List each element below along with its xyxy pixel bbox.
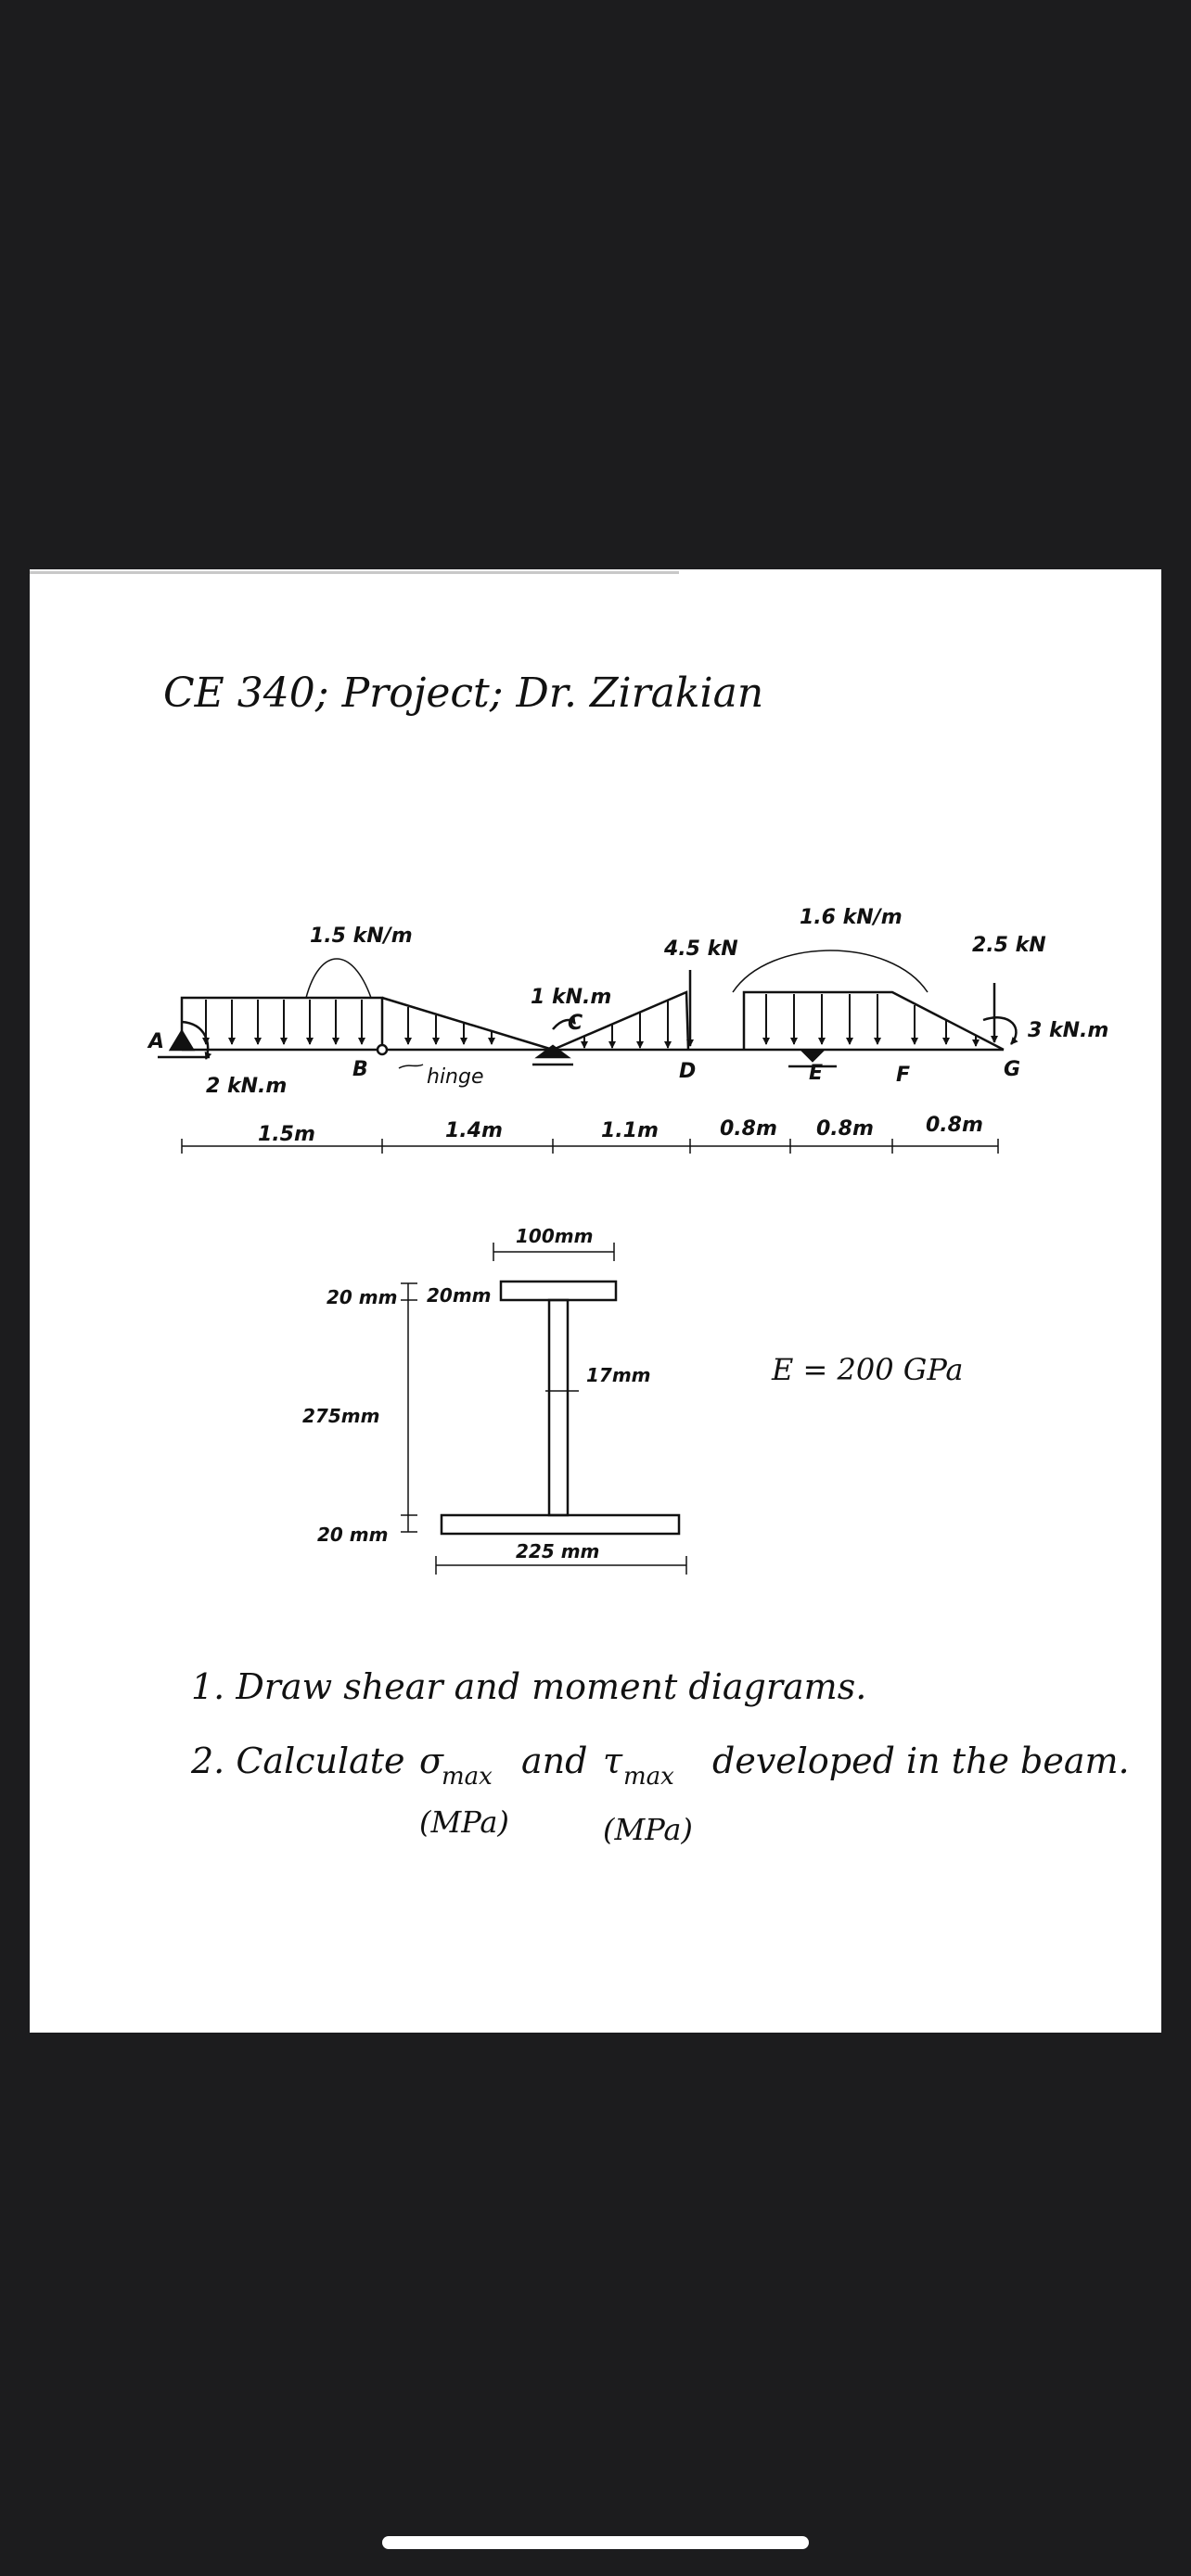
bottom-flange	[440, 1513, 681, 1536]
modulus-label: E = 200 GPa	[771, 1352, 964, 1387]
triangular-load-2	[552, 990, 690, 1052]
point-a-label: A	[147, 1030, 164, 1053]
point-g-label: G	[1004, 1058, 1020, 1081]
i-section	[401, 1243, 687, 1575]
load-arrows	[202, 994, 980, 1049]
span-label-2: 1.4m	[445, 1119, 503, 1142]
span-label-3: 1.1m	[601, 1119, 659, 1142]
support-c	[534, 1044, 571, 1059]
point-d-label: D	[679, 1060, 696, 1083]
top-flange-thickness-label-2: 20mm	[427, 1284, 492, 1307]
task-2-suffix: developed in the beam.	[712, 1741, 1130, 1781]
point-e-label: E	[809, 1062, 823, 1085]
top-flange-width-label: 100mm	[516, 1225, 593, 1247]
moment-a-arrow	[181, 1020, 212, 1060]
span-label-1: 1.5m	[258, 1123, 315, 1146]
dist-load-1-label: 1.5 kN/m	[310, 925, 413, 948]
page-top-edge	[30, 571, 679, 574]
point-b-label: B	[352, 1058, 368, 1081]
task-2: 2. Calculate σ max and τ max developed i…	[190, 1741, 1130, 1847]
triangular-load-1	[381, 996, 554, 1052]
point-load-g-label: 2.5 kN	[972, 934, 1046, 957]
moment-g-arrow	[982, 1016, 1018, 1045]
and-text: and	[521, 1741, 587, 1781]
hinge-label: hinge	[427, 1065, 484, 1089]
web-height-label: 275mm	[302, 1405, 379, 1427]
load-arc-2	[732, 950, 928, 993]
bottom-flange-width-label: 225 mm	[516, 1540, 599, 1562]
distributed-load-2-outline	[742, 990, 1005, 1052]
bottom-flange-thickness-label: 20 mm	[317, 1524, 388, 1546]
tau-symbol: τ	[603, 1741, 623, 1781]
hinge-pointer	[398, 1064, 424, 1069]
support-a	[168, 1028, 196, 1052]
web	[547, 1298, 570, 1517]
sigma-symbol: σ	[419, 1741, 444, 1781]
dist-load-2-label: 1.6 kN/m	[800, 906, 903, 929]
distributed-load-1-outline	[180, 996, 384, 1050]
web-thickness-label: 17mm	[586, 1364, 651, 1386]
moment-g-label: 3 kN.m	[1028, 1019, 1108, 1042]
span-ticks	[181, 1139, 999, 1154]
span-label-5: 0.8m	[816, 1117, 874, 1141]
point-c-label: C	[568, 1012, 583, 1035]
point-f-label: F	[896, 1064, 910, 1087]
home-indicator[interactable]	[382, 2536, 809, 2549]
top-flange-thickness-label: 20 mm	[327, 1286, 397, 1308]
task-1: 1. Draw shear and moment diagrams.	[191, 1666, 866, 1707]
tau-unit: (MPa)	[603, 1812, 693, 1847]
hinge-b	[376, 1043, 389, 1056]
task-2-prefix: 2. Calculate	[190, 1741, 405, 1781]
support-e	[800, 1050, 826, 1063]
sigma-unit: (MPa)	[419, 1804, 509, 1840]
span-label-6: 0.8m	[926, 1114, 983, 1137]
moment-c-label: 1 kN.m	[531, 986, 611, 1009]
sigma-subscript: max	[442, 1763, 493, 1791]
load-arc-1	[305, 958, 372, 999]
point-load-d-label: 4.5 kN	[663, 937, 738, 961]
top-flange	[499, 1280, 618, 1302]
span-label-4: 0.8m	[720, 1117, 777, 1141]
tau-subscript: max	[623, 1763, 674, 1791]
beam-diagram	[158, 950, 1018, 1154]
document-title: CE 340; Project; Dr. Zirakian	[163, 670, 763, 717]
moment-a-label: 2 kN.m	[206, 1075, 287, 1098]
moment-c-arrow	[552, 1015, 577, 1030]
